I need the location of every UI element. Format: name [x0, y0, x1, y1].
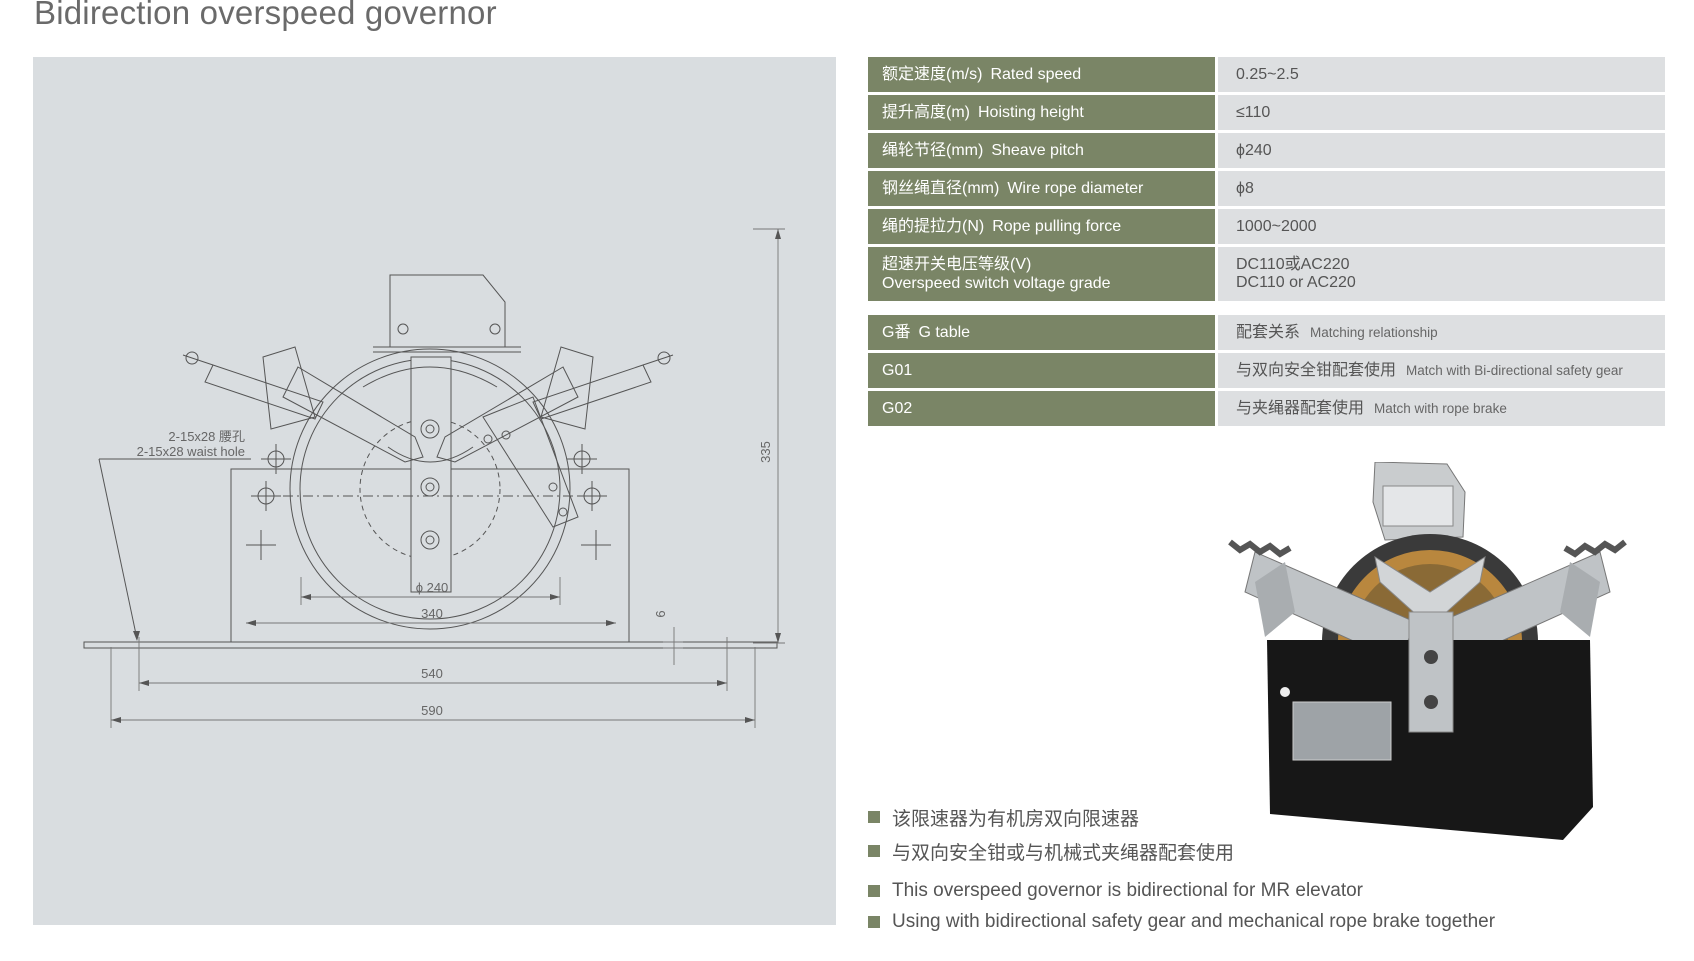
spec-row: 绳轮节径(mm) Sheave pitch ϕ240: [868, 133, 1665, 168]
g-header-value-cn: 配套关系: [1236, 323, 1301, 341]
dim-pitch: ϕ 240: [416, 580, 449, 595]
dim-540: 540: [421, 666, 443, 681]
note-item: 该限速器为有机房双向限速器: [868, 800, 1495, 834]
g-table: G番 G table 配套关系 Matching relationship G01 …: [868, 315, 1665, 429]
spec-en: Wire rope diameter: [1007, 180, 1144, 197]
g-table-row: G01 与双向安全钳配套使用 Match with Bi-directional …: [868, 353, 1665, 388]
technical-drawing-panel: 2-15x28 腰孔 2-15x28 waist hole ϕ 240 340 …: [33, 57, 836, 925]
right-arm: [436, 366, 579, 463]
spec-en: Rope pulling force: [992, 218, 1122, 235]
g-code: G02: [882, 400, 913, 417]
governor-drawing: 2-15x28 腰孔 2-15x28 waist hole ϕ 240 340 …: [83, 228, 785, 728]
g-table-header: G番 G table 配套关系 Matching relationship: [868, 315, 1665, 350]
voltage-value-cn: DC110或AC220: [1236, 256, 1350, 273]
spec-cn: 提升高度(m): [882, 104, 970, 121]
dim-590: 590: [421, 703, 443, 718]
voltage-value-en: DC110 or AC220: [1236, 274, 1356, 291]
spec-table: 额定速度(m/s) Rated speed 0.25~2.5 提升高度(m) Hoi…: [868, 57, 1665, 304]
sheave-outer: [289, 348, 571, 630]
g-match-en: Match with Bi-directional safety gear: [1406, 362, 1623, 378]
g-match-cn: 与双向安全钳配套使用: [1236, 361, 1397, 379]
spec-en: Rated speed: [990, 66, 1082, 83]
switch-box: [389, 274, 506, 348]
hole-label-cn: 2-15x28 腰孔: [168, 429, 245, 444]
spec-value: 1000~2000: [1218, 209, 1665, 244]
page-title: Bidirection overspeed governor: [34, 0, 497, 31]
dim-6: 6: [653, 610, 668, 617]
hole-label-en: 2-15x28 waist hole: [137, 444, 245, 459]
center-bar: [410, 356, 452, 593]
note-item: This overspeed governor is bidirectional…: [868, 876, 1495, 906]
spec-row: 钢丝绳直径(mm) Wire rope diameter ϕ8: [868, 171, 1665, 206]
dim-340: 340: [421, 606, 443, 621]
spec-cn: 钢丝绳直径(mm): [882, 180, 1000, 197]
note-text: 该限速器为有机房双向限速器: [892, 808, 1140, 830]
notes-list: 该限速器为有机房双向限速器 与双向安全钳或与机械式夹绳器配套使用 This ov…: [868, 800, 1495, 938]
bullet-square-icon: [868, 885, 880, 897]
spec-row: 绳的提拉力(N) Rope pulling force 1000~2000: [868, 209, 1665, 244]
spec-row: 额定速度(m/s) Rated speed 0.25~2.5: [868, 57, 1665, 92]
dim-335: 335: [758, 441, 773, 463]
spec-row: 提升高度(m) Hoisting height ≤110: [868, 95, 1665, 130]
spec-value: 0.25~2.5: [1218, 57, 1665, 92]
note-text: This overspeed governor is bidirectional…: [892, 880, 1363, 901]
g-match-en: Match with rope brake: [1374, 400, 1507, 416]
note-item: Using with bidirectional safety gear and…: [868, 906, 1495, 938]
g-code: G01: [882, 362, 913, 379]
dimension-lines: [110, 228, 785, 728]
spec-value: ϕ240: [1218, 133, 1665, 168]
g-table-row: G02 与夹绳器配套使用 Match with rope brake: [868, 391, 1665, 426]
g-header-value-en: Matching relationship: [1310, 324, 1438, 340]
spec-cn: 绳的提拉力(N): [882, 218, 985, 235]
base-plate: [83, 641, 778, 649]
bullet-square-icon: [868, 916, 880, 928]
g-match-cn: 与夹绳器配套使用: [1236, 399, 1365, 417]
spec-value: ϕ8: [1218, 171, 1665, 206]
note-text: Using with bidirectional safety gear and…: [892, 911, 1496, 932]
bullet-square-icon: [868, 845, 880, 857]
spec-cn: 额定速度(m/s): [882, 66, 983, 83]
bullet-square-icon: [868, 811, 880, 823]
spec-en: Hoisting height: [978, 104, 1084, 121]
spec-row-voltage: 超速开关电压等级(V) Overspeed switch voltage grad…: [868, 247, 1665, 301]
left-arm: [282, 366, 424, 463]
g-header-en: G table: [918, 324, 971, 341]
voltage-en: Overspeed switch voltage grade: [882, 275, 1111, 292]
note-text: 与双向安全钳或与机械式夹绳器配套使用: [892, 842, 1235, 864]
voltage-cn: 超速开关电压等级(V): [882, 256, 1032, 273]
product-photo: [1228, 462, 1627, 840]
left-spring: [204, 364, 324, 420]
note-item: 与双向安全钳或与机械式夹绳器配套使用: [868, 834, 1495, 868]
g-header-cn: G番: [882, 324, 911, 341]
spec-en: Sheave pitch: [991, 142, 1084, 159]
spec-cn: 绳轮节径(mm): [882, 142, 984, 159]
spec-value: ≤110: [1218, 95, 1665, 130]
